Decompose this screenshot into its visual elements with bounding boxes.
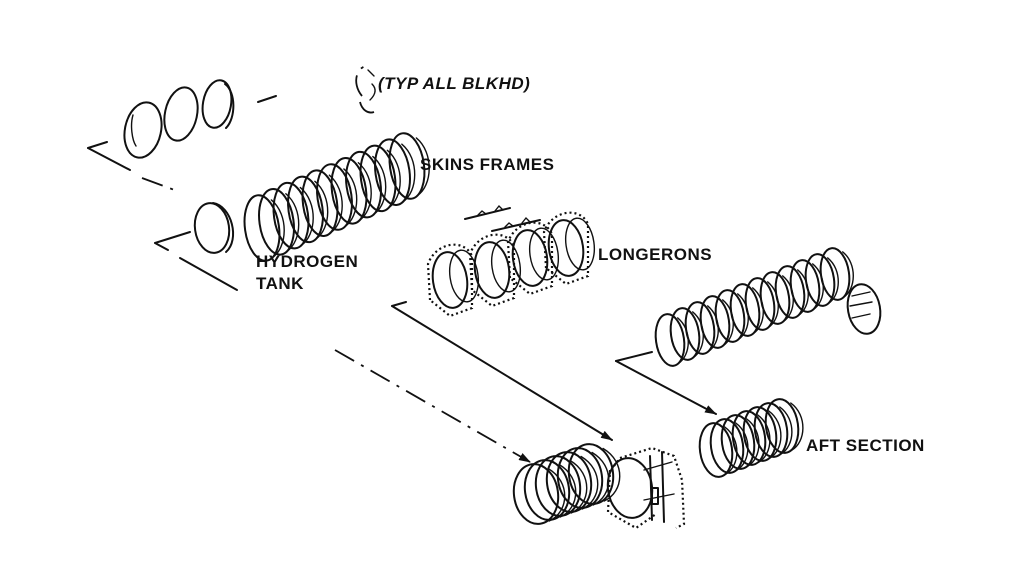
longeron-frame-ring <box>511 229 549 287</box>
skins-ring <box>316 163 353 231</box>
aft-skins-ring <box>789 259 821 313</box>
aft-skins-ring <box>699 295 731 349</box>
aft-skins-ring <box>654 313 686 367</box>
skins-ring <box>272 181 310 250</box>
aft-skins-ring <box>819 247 851 301</box>
assembly-arrows <box>334 301 717 463</box>
aft-bracket-line <box>615 351 653 362</box>
bulkhead-detail-symbol <box>355 65 376 114</box>
aft-dome <box>846 283 882 335</box>
assembly-bracket-lines <box>87 141 238 291</box>
label-hydrogen-tank-line1: HYDROGEN <box>256 252 359 271</box>
skins-ring <box>330 157 368 225</box>
aft-skins-ring-edge <box>722 299 734 347</box>
aft-skins-ring-edge <box>827 257 839 305</box>
skins-frames-rings <box>243 132 430 262</box>
aft-skins-ring <box>759 271 791 325</box>
label-longerons: LONGERONS <box>598 245 713 264</box>
label-hydrogen-tank-line2: TANK <box>256 274 304 293</box>
aft-barrel-ring <box>720 414 756 470</box>
fwd-barrel-ring-edge <box>569 459 588 514</box>
skins-ring <box>258 188 295 256</box>
aft-barrel-ring <box>753 402 789 458</box>
fwd-barrel-ring <box>534 455 582 517</box>
aft-skins-ring <box>729 283 761 337</box>
aft-barrel-ring-edge <box>779 406 793 455</box>
longeron-skin-ring <box>564 217 596 271</box>
aft-skins-ring-edge <box>812 263 824 311</box>
aft-skins-ring-edge <box>782 275 794 323</box>
skins-ring <box>243 194 281 262</box>
fwd-barrel-ring <box>512 463 560 525</box>
aft-barrel-ring <box>698 422 734 478</box>
skins-ring-edge <box>415 137 430 197</box>
assembled-center-frame <box>606 446 686 530</box>
arrow-to-forward-barrel <box>334 349 531 463</box>
aft-skins-ring <box>774 265 806 319</box>
skins-ring <box>287 175 324 244</box>
assembled-forward-barrel <box>512 443 621 525</box>
aft-skins-ring-edge <box>797 269 809 317</box>
hydrogen-tank-dome <box>193 202 235 254</box>
aft-skins-ring <box>684 301 716 355</box>
aft-skins-rings <box>654 247 854 367</box>
longeron-skin-ring <box>528 227 560 281</box>
aft-skins-ring <box>714 289 746 343</box>
arrow-to-aft-section <box>615 360 717 415</box>
aft-barrel-ring-edge <box>768 410 782 459</box>
aft-skins-ring-edge <box>752 287 764 335</box>
longeron-frame-ring <box>431 251 469 309</box>
aft-barrel-ring <box>731 410 767 466</box>
longeron-frame-assembly <box>426 211 596 318</box>
skins-ring <box>359 144 397 213</box>
aft-barrel-ring <box>709 418 745 474</box>
skins-ring <box>374 138 411 206</box>
label-bulkhead-note: (TYP ALL BLKHD) <box>378 74 531 93</box>
aft-skins-ring <box>744 277 776 331</box>
longeron-strips <box>464 204 541 232</box>
fwd-barrel-ring <box>545 451 593 513</box>
label-skins-frames: SKINS FRAMES <box>420 155 555 174</box>
aft-barrel-ring <box>764 398 800 454</box>
longeron-skin-ring <box>490 239 522 293</box>
aft-skins-ring-edge <box>842 251 854 299</box>
aft-skins-ring-edge <box>767 281 779 329</box>
aft-skins-ring-edge <box>707 305 719 353</box>
fwd-barrel-ring <box>567 443 615 505</box>
bulkhead-discs <box>123 79 277 159</box>
longeron-frame-ring <box>547 219 585 277</box>
aft-barrel-ring <box>742 406 778 462</box>
arrow-to-center-frame <box>391 305 613 441</box>
fwd-barrel-ring <box>523 459 571 521</box>
skins-ring <box>345 150 382 219</box>
skins-ring <box>388 132 426 200</box>
aft-skins-ring-edge <box>677 317 689 365</box>
aft-barrel-ring-edge <box>790 402 804 451</box>
fwd-barrel-ring <box>556 447 604 509</box>
fwd-barrel-ring-edge <box>580 455 599 510</box>
aft-skins-ring <box>804 253 836 307</box>
aft-skins-ring-edge <box>737 293 749 341</box>
assembled-aft-section <box>698 398 804 478</box>
skins-ring <box>301 169 339 237</box>
aft-skins-ring-edge <box>692 311 704 359</box>
aft-skins-ring <box>669 307 701 361</box>
label-aft-section: AFT SECTION <box>806 436 925 455</box>
longeron-skin-ring <box>448 249 480 303</box>
